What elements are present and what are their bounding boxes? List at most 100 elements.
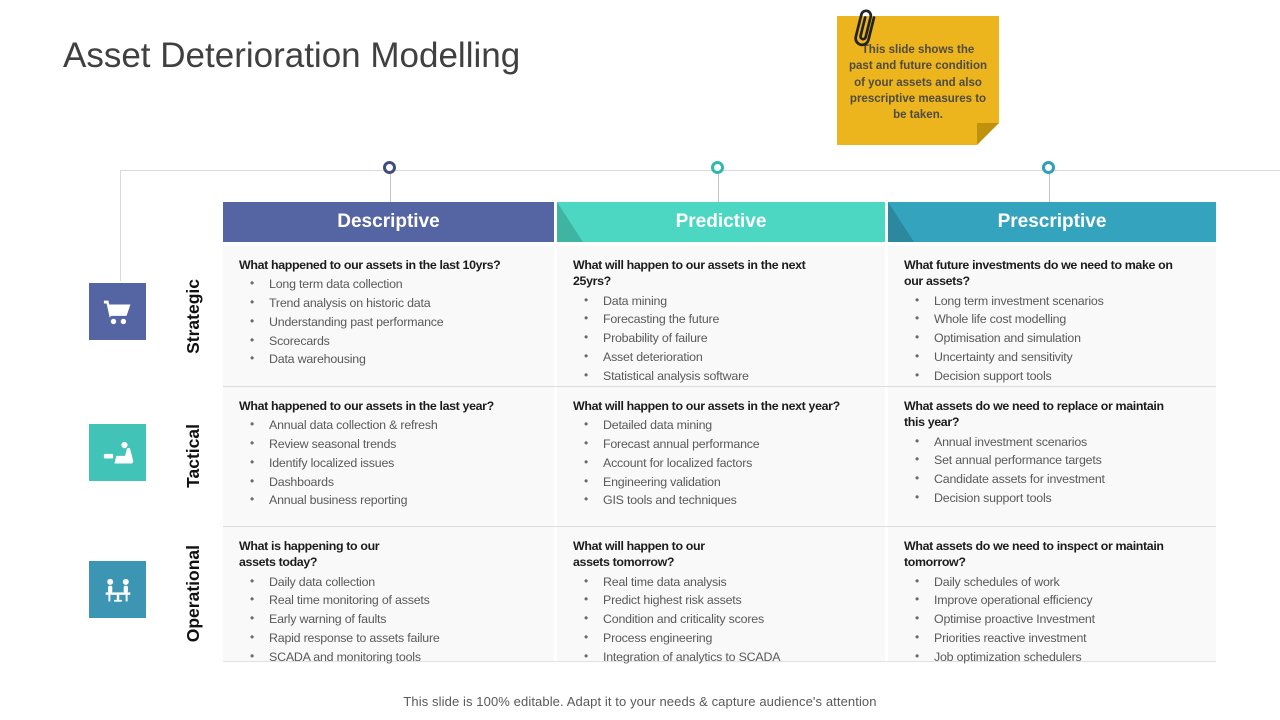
dot-connector	[390, 174, 391, 203]
page-title: Asset Deterioration Modelling	[63, 36, 521, 75]
ribbon-fold	[557, 202, 583, 242]
cell-operational-descriptive: What is happening to our assets today? D…	[223, 527, 554, 664]
bullet-item: Optimisation and simulation	[904, 330, 1214, 346]
timeline-dot	[711, 161, 724, 174]
cell-question: What will happen to our assets in the ne…	[573, 258, 806, 289]
bullet-item: Decision support tools	[904, 368, 1214, 384]
cell-tactical-predictive: What will happen to our assets in the ne…	[557, 387, 885, 526]
bullet-item: Predict highest risk assets	[573, 592, 883, 608]
sticky-note-fold	[977, 123, 999, 145]
cell-bullets: Long term investment scenariosWhole life…	[904, 293, 1214, 384]
bullet-item: Scorecards	[239, 333, 552, 349]
cell-strategic-predictive: What will happen to our assets in the ne…	[557, 246, 885, 386]
bullet-item: Condition and criticality scores	[573, 611, 883, 627]
bullet-item: Dashboards	[239, 474, 552, 490]
timeline-dot	[383, 161, 396, 174]
cell-operational-predictive: What will happen to our assets tomorrow?…	[557, 527, 885, 664]
shopping-cart-icon	[103, 300, 130, 324]
bullet-item: Data warehousing	[239, 351, 552, 367]
column-header-label: Prescriptive	[997, 211, 1107, 232]
matrix-row-strategic: What happened to our assets in the last …	[223, 246, 1216, 386]
sticky-note-text: This slide shows the past and future con…	[849, 44, 987, 122]
bullet-item: Probability of failure	[573, 330, 883, 346]
cell-question: What assets do we need to replace or mai…	[904, 399, 1164, 430]
row-label-tactical: Tactical	[182, 424, 203, 488]
bullet-item: Daily schedules of work	[904, 574, 1214, 590]
bullet-item: Job optimization schedulers	[904, 649, 1214, 665]
cell-bullets: Detailed data miningForecast annual perf…	[573, 417, 883, 508]
bullet-item: Improve operational efficiency	[904, 592, 1214, 608]
recliner-icon	[103, 441, 133, 463]
bullet-item: Identify localized issues	[239, 455, 552, 471]
column-header-prescriptive: Prescriptive	[888, 202, 1216, 242]
cell-operational-prescriptive: What assets do we need to inspect or mai…	[888, 527, 1216, 664]
bullet-item: Optimise proactive Investment	[904, 611, 1214, 627]
bullet-item: Rapid response to assets failure	[239, 630, 552, 646]
bullet-item: Uncertainty and sensitivity	[904, 349, 1214, 365]
bullet-item: Candidate assets for investment	[904, 471, 1214, 487]
bullet-item: Account for localized factors	[573, 455, 883, 471]
row-label-operational: Operational	[182, 545, 203, 643]
bullet-item: Trend analysis on historic data	[239, 295, 552, 311]
cell-tactical-prescriptive: What assets do we need to replace or mai…	[888, 387, 1216, 526]
cell-tactical-descriptive: What happened to our assets in the last …	[223, 387, 554, 526]
bullet-item: Statistical analysis software	[573, 368, 883, 384]
bullet-item: Early warning of faults	[239, 611, 552, 627]
cell-strategic-prescriptive: What future investments do we need to ma…	[888, 246, 1216, 386]
strategic-icon-tile	[89, 283, 146, 340]
bullet-item: Understanding past performance	[239, 314, 552, 330]
cell-question: What happened to our assets in the last …	[239, 258, 501, 272]
column-header-label: Descriptive	[337, 211, 440, 232]
cell-bullets: Data miningForecasting the futureProbabi…	[573, 293, 883, 384]
bullet-item: Annual business reporting	[239, 492, 552, 508]
column-header-descriptive: Descriptive	[223, 202, 554, 242]
bullet-item: Forecasting the future	[573, 311, 883, 327]
bullet-item: Review seasonal trends	[239, 436, 552, 452]
paperclip-icon	[854, 9, 876, 47]
bullet-item: Data mining	[573, 293, 883, 309]
cell-question: What happened to our assets in the last …	[239, 399, 494, 413]
ribbon-fold	[888, 202, 914, 242]
cell-bullets: Daily data collectionReal time monitorin…	[239, 574, 552, 665]
cell-question: What will happen to our assets tomorrow?	[573, 539, 705, 570]
cell-question: What future investments do we need to ma…	[904, 258, 1173, 289]
dot-connector	[718, 174, 719, 203]
footer-note: This slide is 100% editable. Adapt it to…	[403, 694, 877, 709]
bullet-item: Engineering validation	[573, 474, 883, 490]
bullet-item: Process engineering	[573, 630, 883, 646]
cell-bullets: Daily schedules of workImprove operation…	[904, 574, 1214, 665]
bullet-item: Long term investment scenarios	[904, 293, 1214, 309]
bullet-item: Long term data collection	[239, 276, 552, 292]
cell-question: What is happening to our assets today?	[239, 539, 380, 570]
column-header-label: Predictive	[675, 211, 767, 232]
timeline-dot	[1042, 161, 1055, 174]
matrix-row-operational: What is happening to our assets today? D…	[223, 526, 1216, 664]
bullet-item: Annual data collection & refresh	[239, 417, 552, 433]
bullet-item: Real time monitoring of assets	[239, 592, 552, 608]
cell-bullets: Real time data analysisPredict highest r…	[573, 574, 883, 665]
tactical-icon-tile	[89, 424, 146, 481]
bullet-item: Detailed data mining	[573, 417, 883, 433]
bullet-item: Whole life cost modelling	[904, 311, 1214, 327]
cell-question: What assets do we need to inspect or mai…	[904, 539, 1164, 570]
bullet-item: SCADA and monitoring tools	[239, 649, 552, 665]
bullet-item: Forecast annual performance	[573, 436, 883, 452]
sticky-note: This slide shows the past and future con…	[837, 16, 999, 145]
cell-strategic-descriptive: What happened to our assets in the last …	[223, 246, 554, 386]
timeline-line	[120, 170, 1280, 171]
bullet-item: Integration of analytics to SCADA	[573, 649, 883, 665]
column-headers: Descriptive Predictive Prescriptive	[223, 202, 1216, 242]
dot-connector	[1049, 174, 1050, 203]
bullet-item: Asset deterioration	[573, 349, 883, 365]
cell-question: What will happen to our assets in the ne…	[573, 399, 840, 413]
column-header-predictive: Predictive	[557, 202, 885, 242]
row-label-strategic: Strategic	[182, 278, 203, 354]
left-connector-line	[120, 170, 121, 281]
bullet-item: Set annual performance targets	[904, 452, 1214, 468]
bullet-item: Priorities reactive investment	[904, 630, 1214, 646]
meeting-icon	[105, 578, 130, 602]
bullet-item: Decision support tools	[904, 490, 1214, 506]
operational-icon-tile	[89, 561, 146, 618]
cell-bullets: Annual data collection & refreshReview s…	[239, 417, 552, 508]
cell-bullets: Long term data collectionTrend analysis …	[239, 276, 552, 367]
